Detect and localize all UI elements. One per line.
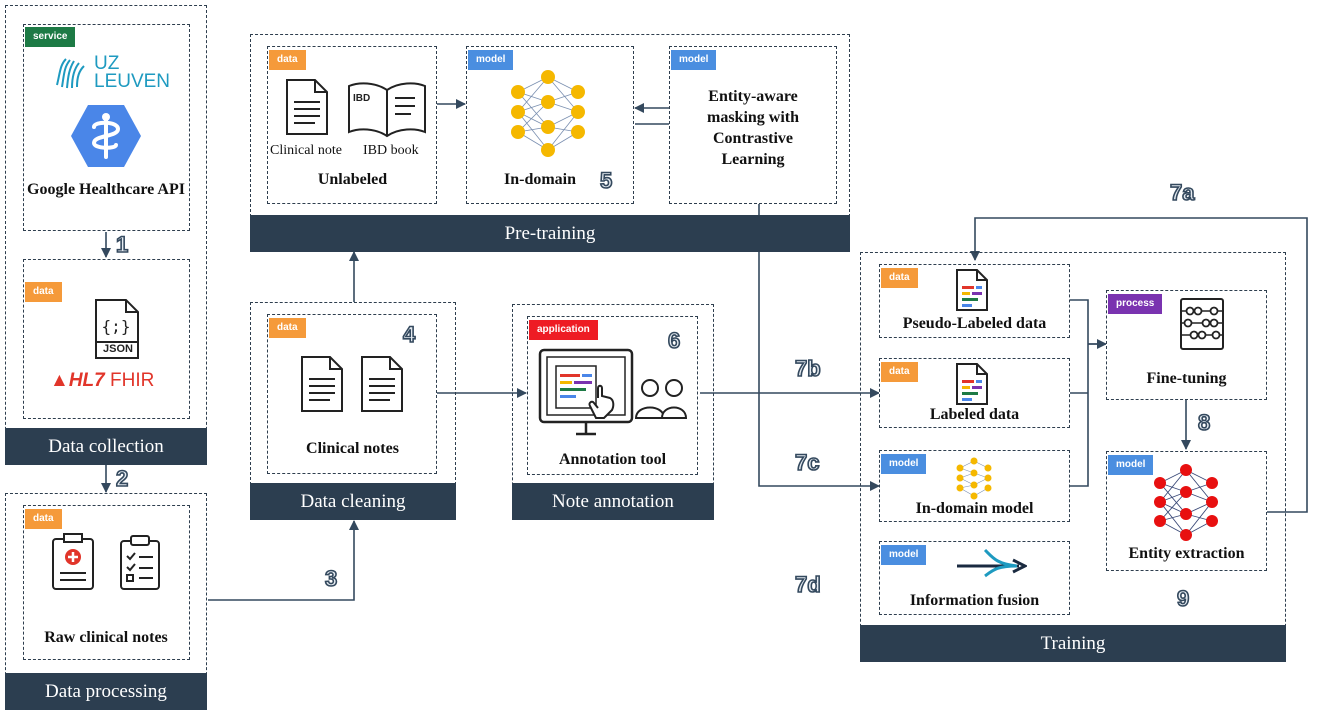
ibd-book-label: IBD book bbox=[363, 143, 419, 158]
data-tag: data bbox=[881, 362, 918, 382]
in-domain-label: In-domain bbox=[503, 171, 577, 188]
leuven-text: LEUVEN bbox=[94, 71, 171, 92]
entity-extraction-label: Entity extraction bbox=[1128, 545, 1245, 562]
model-tag: model bbox=[881, 545, 927, 565]
raw-notes-box bbox=[23, 505, 190, 660]
json-file-icon: {;} bbox=[95, 299, 139, 359]
data-tag: data bbox=[25, 509, 62, 529]
information-fusion-label: Information fusion bbox=[909, 592, 1040, 609]
step-7c: 7c bbox=[794, 449, 820, 476]
step-7a: 7a bbox=[1169, 179, 1195, 206]
ibd-book-icon bbox=[348, 82, 426, 138]
model-tag: model bbox=[468, 50, 514, 70]
service-tag: service bbox=[25, 27, 76, 47]
model-tag: model bbox=[881, 454, 927, 474]
step-7b: 7b bbox=[794, 355, 821, 382]
uz-text: UZ bbox=[94, 53, 120, 74]
json-label: JSON bbox=[103, 343, 133, 355]
data-collection-bar: Data collection bbox=[5, 428, 207, 465]
ibd-book-title: IBD bbox=[353, 93, 371, 104]
abacus-icon bbox=[1180, 298, 1224, 350]
data-processing-bar: Data processing bbox=[5, 673, 207, 710]
model-tag: model bbox=[1108, 455, 1154, 475]
fhir-text: FHIR bbox=[110, 370, 155, 391]
application-tag: application bbox=[529, 320, 598, 340]
entity-masking-label: Entity-aware masking with Contrastive Le… bbox=[706, 88, 800, 168]
hl7-text: HL7 bbox=[68, 370, 105, 391]
flame-icon: ▲ bbox=[50, 370, 69, 391]
labeled-data-label: Labeled data bbox=[929, 406, 1020, 423]
step-4: 4 bbox=[402, 321, 416, 348]
fusion-arrows-icon bbox=[957, 548, 1027, 578]
yellow-neural-net-icon bbox=[511, 70, 585, 157]
clinical-notes-label: Clinical notes bbox=[306, 440, 399, 457]
raw-notes-label: Raw clinical notes bbox=[44, 629, 168, 646]
step-5: 5 bbox=[599, 167, 613, 194]
unlabeled-label: Unlabeled bbox=[317, 171, 388, 188]
clinical-note-label: Clinical note bbox=[270, 143, 342, 158]
model-tag: model bbox=[671, 50, 717, 70]
document-icon bbox=[301, 356, 343, 412]
red-neural-net-icon bbox=[1154, 464, 1218, 541]
data-tag: data bbox=[25, 282, 62, 302]
step-3: 3 bbox=[324, 565, 338, 592]
step-2: 2 bbox=[115, 465, 129, 492]
pseudo-labeled-label: Pseudo-Labeled data bbox=[902, 315, 1047, 332]
medical-record-icon bbox=[52, 533, 94, 590]
hl7-fhir-logo: ▲HL7 FHIR bbox=[50, 370, 154, 392]
svg-text:{;}: {;} bbox=[102, 317, 131, 336]
small-neural-net-icon bbox=[956, 457, 992, 500]
arrow-7a bbox=[970, 217, 1308, 513]
step-6: 6 bbox=[667, 327, 681, 354]
step-1: 1 bbox=[115, 231, 129, 258]
clinical-note-icon bbox=[286, 79, 328, 135]
uz-leuven-text: UZ LEUVEN bbox=[94, 53, 171, 92]
google-healthcare-icon bbox=[71, 105, 141, 167]
labeled-document-icon bbox=[956, 269, 988, 311]
google-api-label: Google Healthcare API bbox=[27, 181, 185, 198]
clinical-notes-box bbox=[267, 314, 437, 474]
note-annotation-bar: Note annotation bbox=[512, 483, 714, 520]
document-icon bbox=[361, 356, 403, 412]
process-tag: process bbox=[1108, 294, 1163, 314]
training-bar: Training bbox=[860, 625, 1286, 662]
entity-masking-box bbox=[669, 46, 837, 204]
step-9: 9 bbox=[1176, 585, 1190, 612]
data-tag: data bbox=[269, 50, 306, 70]
labeled-document-icon bbox=[956, 363, 988, 405]
pre-training-bar: Pre-training bbox=[250, 215, 850, 252]
checklist-clipboard-icon bbox=[120, 535, 160, 590]
annotation-tool-label: Annotation tool bbox=[558, 451, 667, 468]
arrow-7c bbox=[758, 204, 880, 491]
uz-leuven-logo-icon bbox=[56, 58, 85, 89]
data-cleaning-bar: Data cleaning bbox=[250, 483, 456, 520]
arrow-3 bbox=[208, 520, 359, 601]
data-tag: data bbox=[881, 268, 918, 288]
step-7d: 7d bbox=[794, 571, 821, 598]
in-domain-model-label: In-domain model bbox=[915, 500, 1034, 517]
fine-tuning-label: Fine-tuning bbox=[1146, 370, 1227, 387]
data-tag: data bbox=[269, 318, 306, 338]
step-8: 8 bbox=[1197, 409, 1211, 436]
annotation-screen-icon bbox=[538, 348, 688, 436]
